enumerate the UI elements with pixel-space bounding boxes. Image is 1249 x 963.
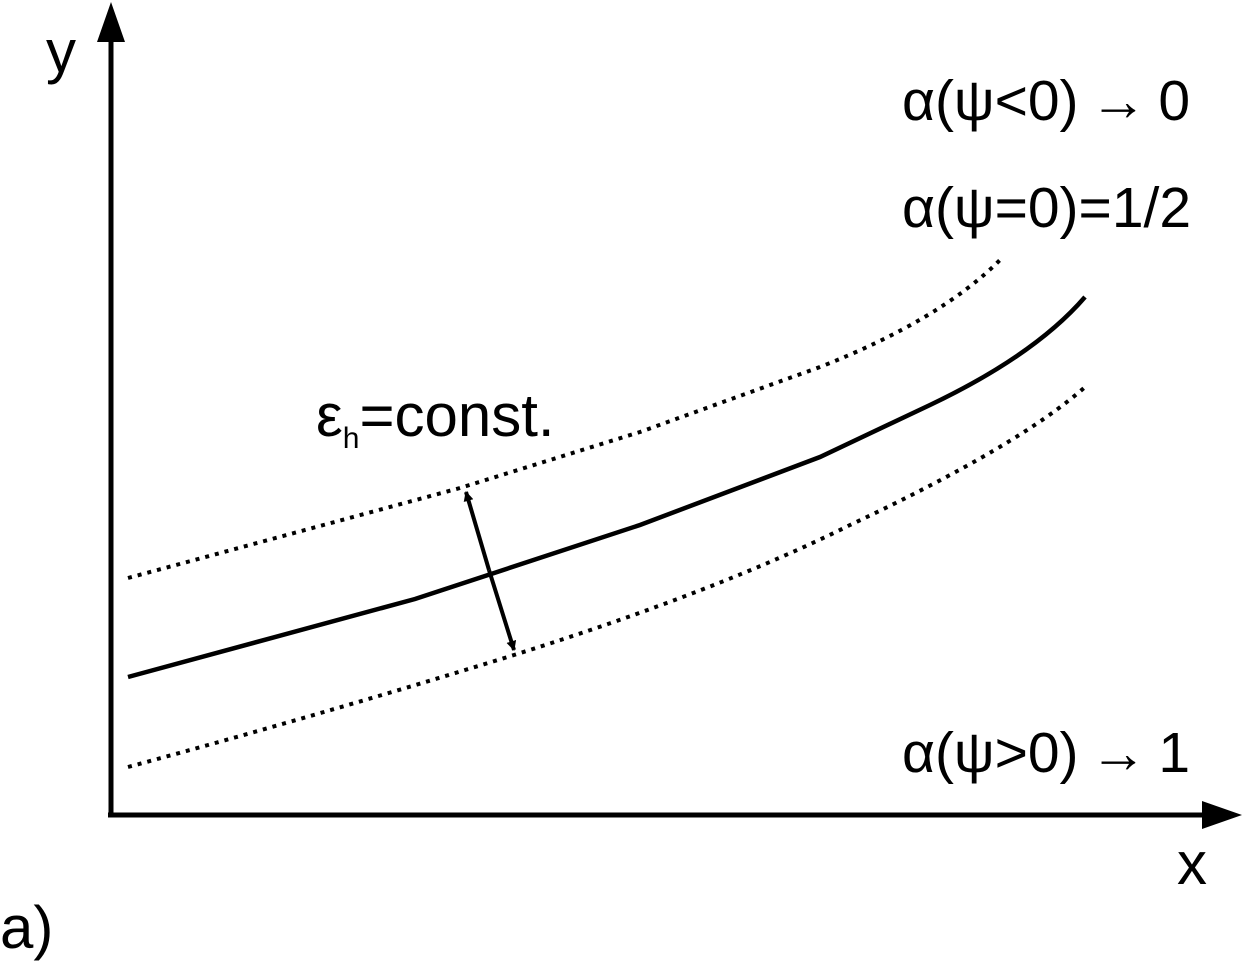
alpha-zero-label: α(ψ=0)=1/2 [902, 176, 1191, 240]
thickness-subscript: h [343, 422, 360, 455]
thickness-label: εh=const. [316, 382, 555, 455]
alpha-negative-label: α(ψ<0) → 0 [902, 69, 1190, 133]
x-axis-label: x [1177, 830, 1207, 897]
alpha-positive-label: α(ψ>0) → 1 [902, 721, 1190, 785]
thickness-rest: =const. [359, 382, 554, 449]
y-axis-arrowhead [97, 2, 125, 42]
y-axis-label: y [46, 18, 76, 85]
lower-dotted-curve [127, 385, 1087, 769]
thickness-symbol: ε [316, 382, 343, 449]
panel-label: a) [0, 894, 53, 961]
interface-line-psi-zero [127, 295, 1087, 680]
x-axis-arrowhead [1202, 801, 1242, 829]
thickness-double-arrow [463, 491, 491, 571]
upper-dotted-curve [127, 258, 1002, 580]
thickness-double-arrow-lower [487, 569, 517, 651]
